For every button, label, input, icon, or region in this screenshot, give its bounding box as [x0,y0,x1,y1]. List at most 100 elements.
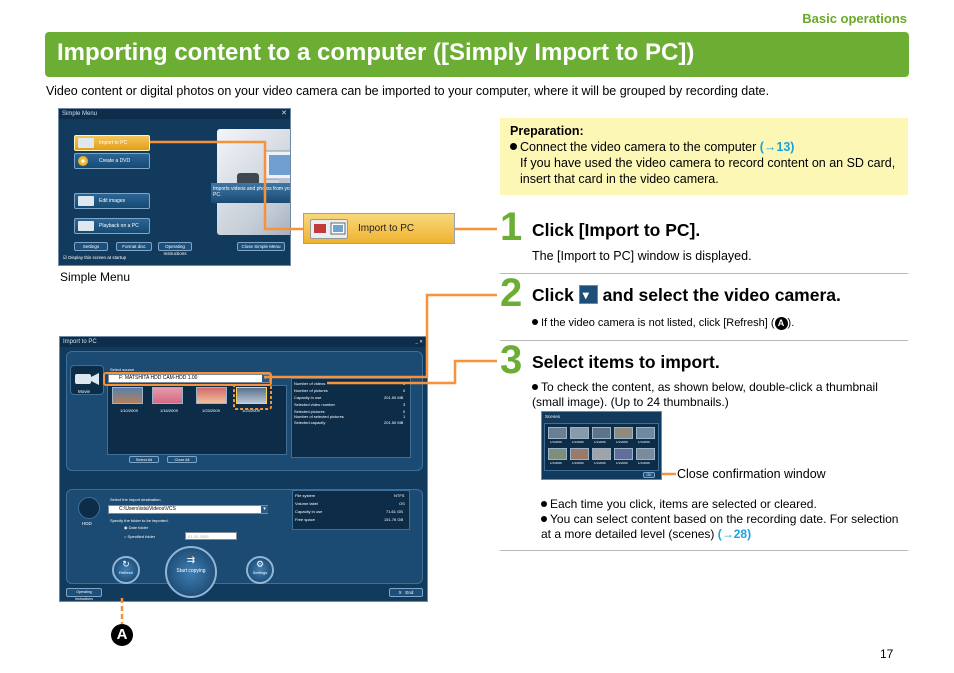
scenes-window-screenshot: Scenes 1/1/2009 1/1/2009 1/1/2009 1/1/20… [541,411,662,480]
step-3-title: Select items to import. [532,352,720,372]
step-2-title: Click ▾ and select the video camera. [532,285,841,305]
simple-menu-edit-button[interactable]: Edit images [74,193,150,209]
start-copying-button[interactable]: ⇉ Start copying [165,546,217,598]
scene-thumb[interactable] [636,448,655,460]
settings-icon: ⚙ [255,559,265,569]
scene-date: 1/1/2009 [594,440,606,444]
preparation-line1: Connect the video camera to the computer [520,140,760,154]
stat-value: 0 [403,409,406,414]
step-1-title: Click [Import to PC]. [532,220,701,240]
bullet-icon [532,384,538,390]
chevron-down-icon[interactable]: ▾ [261,506,268,513]
scene-date: 1/1/2009 [550,440,562,444]
source-highlight [103,372,272,386]
simple-menu-dvd-button[interactable]: Create a DVD [74,153,150,169]
folder-name-field[interactable]: 01-20-2009 [185,532,237,540]
disk-stat-label: Volume label [295,501,318,506]
refresh-button[interactable]: ↻ Refresh [112,556,140,584]
import-to-pc-label: Import to PC [358,223,415,234]
thumbnail-2[interactable] [152,387,183,404]
step-2-number: 2 [500,271,523,315]
operating-instructions-button[interactable]: Operating Instructions [158,242,192,256]
thumbnail-1[interactable] [112,387,143,404]
divider [500,550,908,551]
simple-menu-titlebar: Simple Menu [59,109,290,119]
preparation-heading: Preparation: [510,124,584,138]
stat-label: Number of pictures [294,388,328,393]
disk-stat-label: Free space [295,517,316,522]
chevron-down-icon: ▾ [578,285,598,304]
settings-button[interactable]: Settings [74,242,108,251]
import-to-pc-callout[interactable]: Import to PC [303,213,455,244]
thumbnail-3[interactable] [196,387,227,404]
section-label: Basic operations [802,11,907,26]
intro-text: Video content or digital photos on your … [46,84,770,98]
specified-folder-radio[interactable]: ○ Specified folder [124,534,156,539]
window-controls-icon: _ ✕ [415,339,423,344]
step-3-bullet3: You can select content based on the reco… [541,512,899,541]
simple-menu-playback-button[interactable]: Playback on a PC [74,218,150,234]
format-disc-button[interactable]: Format disc [116,242,152,251]
preparation-line2: If you have used the video camera to rec… [520,156,896,186]
clear-all-button[interactable]: Clear All [167,456,197,463]
operating-instructions-button[interactable]: Operating Instructions [66,588,102,601]
hdd-label: HDD [82,521,92,526]
disc-icon [78,156,88,166]
bullet-icon [541,501,547,507]
end-button[interactable]: X End [389,588,423,597]
close-confirmation-caption: Close confirmation window [677,467,826,481]
scene-thumb[interactable] [614,427,633,439]
stat-label: Selected capacity [294,420,326,425]
import-window-titlebar: Import to PC [60,337,427,347]
link-page28[interactable]: (→28) [717,527,752,541]
movie-tab[interactable] [70,365,104,395]
edit-images-icon [78,196,94,206]
select-all-button[interactable]: Select All [129,456,159,463]
startup-checkbox[interactable]: ☑ Display this screen at startup [63,255,127,260]
simple-menu-photo [217,129,290,235]
thumb-highlight [233,384,272,410]
disk-stat-value: NTFS [394,493,405,498]
ok-button[interactable]: OK [643,472,655,478]
scene-thumb[interactable] [592,448,611,460]
settings-button[interactable]: ⚙ Settings [246,556,274,584]
step-3-bullet2: Each time you click, items are selected … [541,497,906,512]
disk-stat-value: OS [399,501,405,506]
scene-thumb[interactable] [592,427,611,439]
folder-label: Specify the folder to be imported. [110,518,169,523]
date-folder-radio[interactable]: ◉ Date folder [124,525,149,530]
bullet-icon [510,143,517,150]
disk-stat-value: 71.61 GB [386,509,403,514]
scene-thumb[interactable] [570,448,589,460]
source-label: Select source [110,367,135,372]
page-title: Importing content to a computer ([Simply… [57,39,695,66]
scene-thumb[interactable] [570,427,589,439]
scene-date: 1/1/2009 [550,461,562,465]
camera-pc-icon [310,219,348,239]
step-1-text: The [Import to PC] window is displayed. [532,249,752,263]
hdd-icon [78,497,100,519]
movie-tab-label: Movie [78,389,91,394]
source-select[interactable]: F: MATSHITA HDD CAM-HDD 1.00 [108,374,270,383]
callout-step2-line [264,293,497,379]
camera-pc-icon [78,138,94,148]
import-to-pc-screenshot: Import to PC _ ✕ Movie Select source F: … [59,336,428,602]
link-page13[interactable]: (→13) [759,140,795,154]
callout-step1-line [150,140,303,231]
disk-stat-label: Capacity in use [295,509,323,514]
scene-thumb[interactable] [636,427,655,439]
close-simple-menu-button[interactable]: Close Simple Menu [237,242,285,251]
scene-date: 1/1/2009 [638,440,650,444]
disk-stat-value: 151.76 GB [384,517,404,522]
simple-menu-import-button[interactable]: Import to PC [74,135,150,151]
thumb-date-2: 1/16/2009 [160,408,178,413]
stat-label: Number of videos [294,381,326,386]
marker-a: A [111,624,133,646]
scene-thumb[interactable] [548,427,567,439]
thumbnail-4[interactable] [236,387,267,404]
scene-thumb[interactable] [614,448,633,460]
title-bar: Importing content to a computer ([Simply… [45,32,909,77]
callout-step3-line [327,359,497,385]
scene-thumb[interactable] [548,448,567,460]
